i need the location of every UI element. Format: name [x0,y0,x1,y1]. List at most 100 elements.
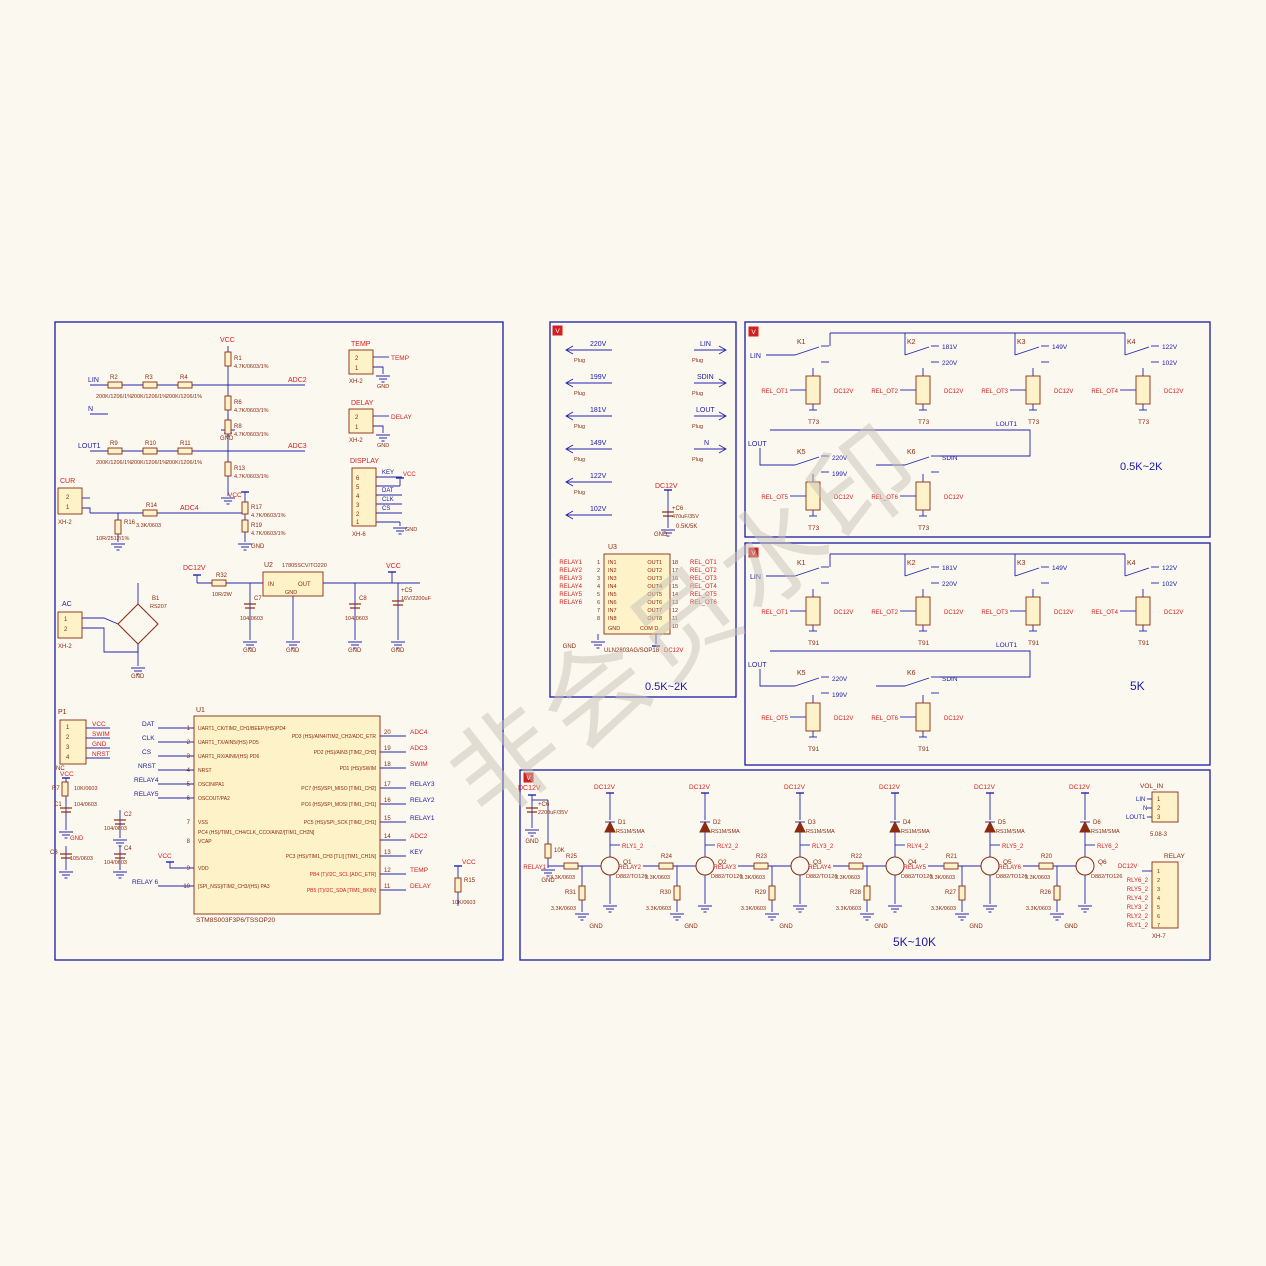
label: 10R/2512/1% [96,536,129,542]
label: 181V [942,344,958,351]
voltage-flag-letter: V [555,328,560,335]
component-box [107,381,123,389]
label: 104/0603 [240,616,263,622]
wire [770,650,1031,678]
label: GND [92,741,107,748]
component-box [177,381,193,389]
label: VCC [228,492,242,499]
label: RLY1_2 [622,844,644,850]
label: 12 [384,868,391,874]
label: LIN [750,574,761,581]
label: 8 [597,616,600,622]
label: RELAY2 [410,797,435,804]
label: GND [377,384,389,390]
label: 200K/1206/1% [96,460,132,466]
wire [794,456,820,466]
wire [565,378,574,388]
label: 0.5K~2K [1120,461,1163,473]
label: R28 [850,890,862,896]
component-box [177,447,193,455]
label: GND [377,443,389,449]
label: 3.3K/0603 [646,906,671,912]
label: Plug [574,490,585,496]
label: IN6 [608,600,617,606]
label: XH-2 [58,520,72,526]
label: 16 [384,798,391,804]
voltage-flag-letter: V [751,550,756,557]
component-box [241,519,249,533]
label: OUT6 [647,600,662,606]
label: GND [391,648,405,654]
wire [82,617,119,625]
label: DC12V [518,785,541,792]
label: KEY [382,470,394,476]
wire [904,567,930,577]
label: RS1M/SMA [711,829,740,835]
label: R22 [851,854,863,860]
label: 11 [672,616,678,622]
label: Plug [574,424,585,430]
diode-icon [604,820,616,833]
wire [1124,567,1150,577]
component-box [348,349,374,375]
label: CUR [60,478,75,485]
label: R3 [145,375,153,381]
wire [794,567,820,577]
label: 2200uF/35V [538,810,568,816]
label: D882/TO126 [711,874,742,880]
label: REL_OT3 [981,610,1008,616]
label: Plug [574,457,585,463]
label: PB4 (T)/I2C_SCL [ADC_ETR] [310,872,377,878]
label: RELAY1 [559,560,582,566]
label: D3 [808,820,816,826]
label: RELAY3 [559,576,582,582]
label: OSCIN/PA1 [198,782,225,788]
diode-icon [1079,820,1091,833]
label: TEMP [410,867,428,874]
label: DC12V [944,716,963,722]
label: GND [131,674,145,680]
label: P1 [58,709,67,716]
wire [904,456,930,466]
label: C2 [124,812,132,818]
label: 4.7K/0603/1% [234,432,269,438]
label: 7 [597,608,600,614]
label: 0.5K/5K [676,524,697,530]
label: 4.7K/0603/1% [234,408,269,414]
diode-icon [699,820,711,833]
label: VCC [403,472,416,478]
label: 1 [64,617,68,623]
label: DC12V [1118,864,1137,870]
label: 104/0603 [74,802,97,808]
label: GND [285,590,297,596]
label: 18 [672,560,678,566]
wire [794,346,820,356]
label: 4 [1157,896,1160,902]
voltage-flag-icon [523,772,534,783]
label: 102V [590,506,607,513]
label: U2 [264,562,273,569]
label: RELAY6 [559,600,582,606]
label: 220V [942,581,958,588]
label: 20 [384,730,391,736]
component-box [142,381,158,389]
label: [SPI_NSS]/TIM2_CH3/(HS) PA3 [198,884,270,890]
component-box [805,481,821,511]
label: 0.5K~2K [645,681,688,693]
label: T73 [918,419,930,426]
component-box [863,885,871,901]
label: R16 [124,520,136,526]
label: K4 [1127,339,1136,346]
label: GND [243,648,257,654]
component-box [578,885,586,901]
label: K3 [1017,560,1026,567]
label: DC12V [834,716,853,722]
label: 17 [384,782,391,788]
component-box [915,375,931,405]
label: REL_OT6 [871,495,898,501]
transistor-icon [790,856,810,876]
label: 3.3K/0603 [645,875,670,881]
label: DC12V [1054,389,1073,395]
label: T73 [1028,419,1040,426]
label: 15 [672,584,678,590]
